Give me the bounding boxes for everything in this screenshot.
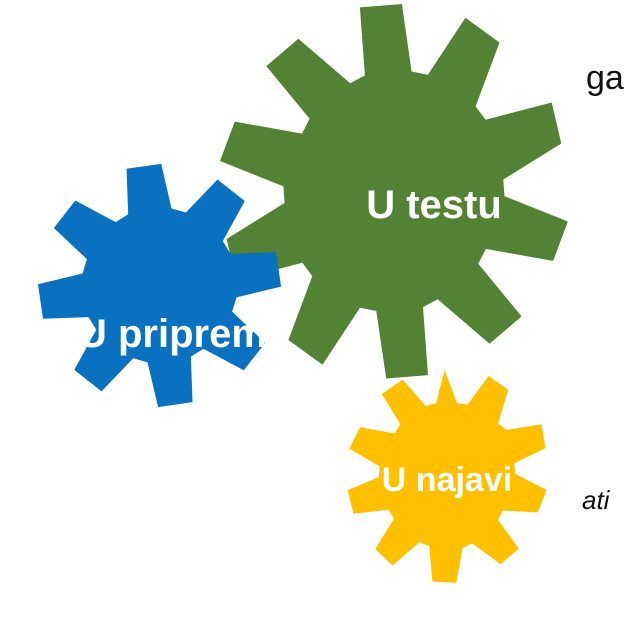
gear-preparation: U pripremi xyxy=(37,163,282,408)
gear-preparation-shape xyxy=(37,163,282,408)
gear-testing-label: U testu xyxy=(366,183,502,227)
gear-announced: U najavi xyxy=(347,370,547,583)
gear-testing-shape xyxy=(220,4,568,379)
gear-announced-shape xyxy=(347,370,547,583)
gear-announced-label: U najavi xyxy=(382,461,512,499)
text-fragment-top: ga xyxy=(586,59,624,97)
text-fragment-bottom: ati xyxy=(582,485,610,515)
gear-testing: U testu xyxy=(220,4,568,379)
gear-preparation-label: U pripremi xyxy=(78,312,278,356)
